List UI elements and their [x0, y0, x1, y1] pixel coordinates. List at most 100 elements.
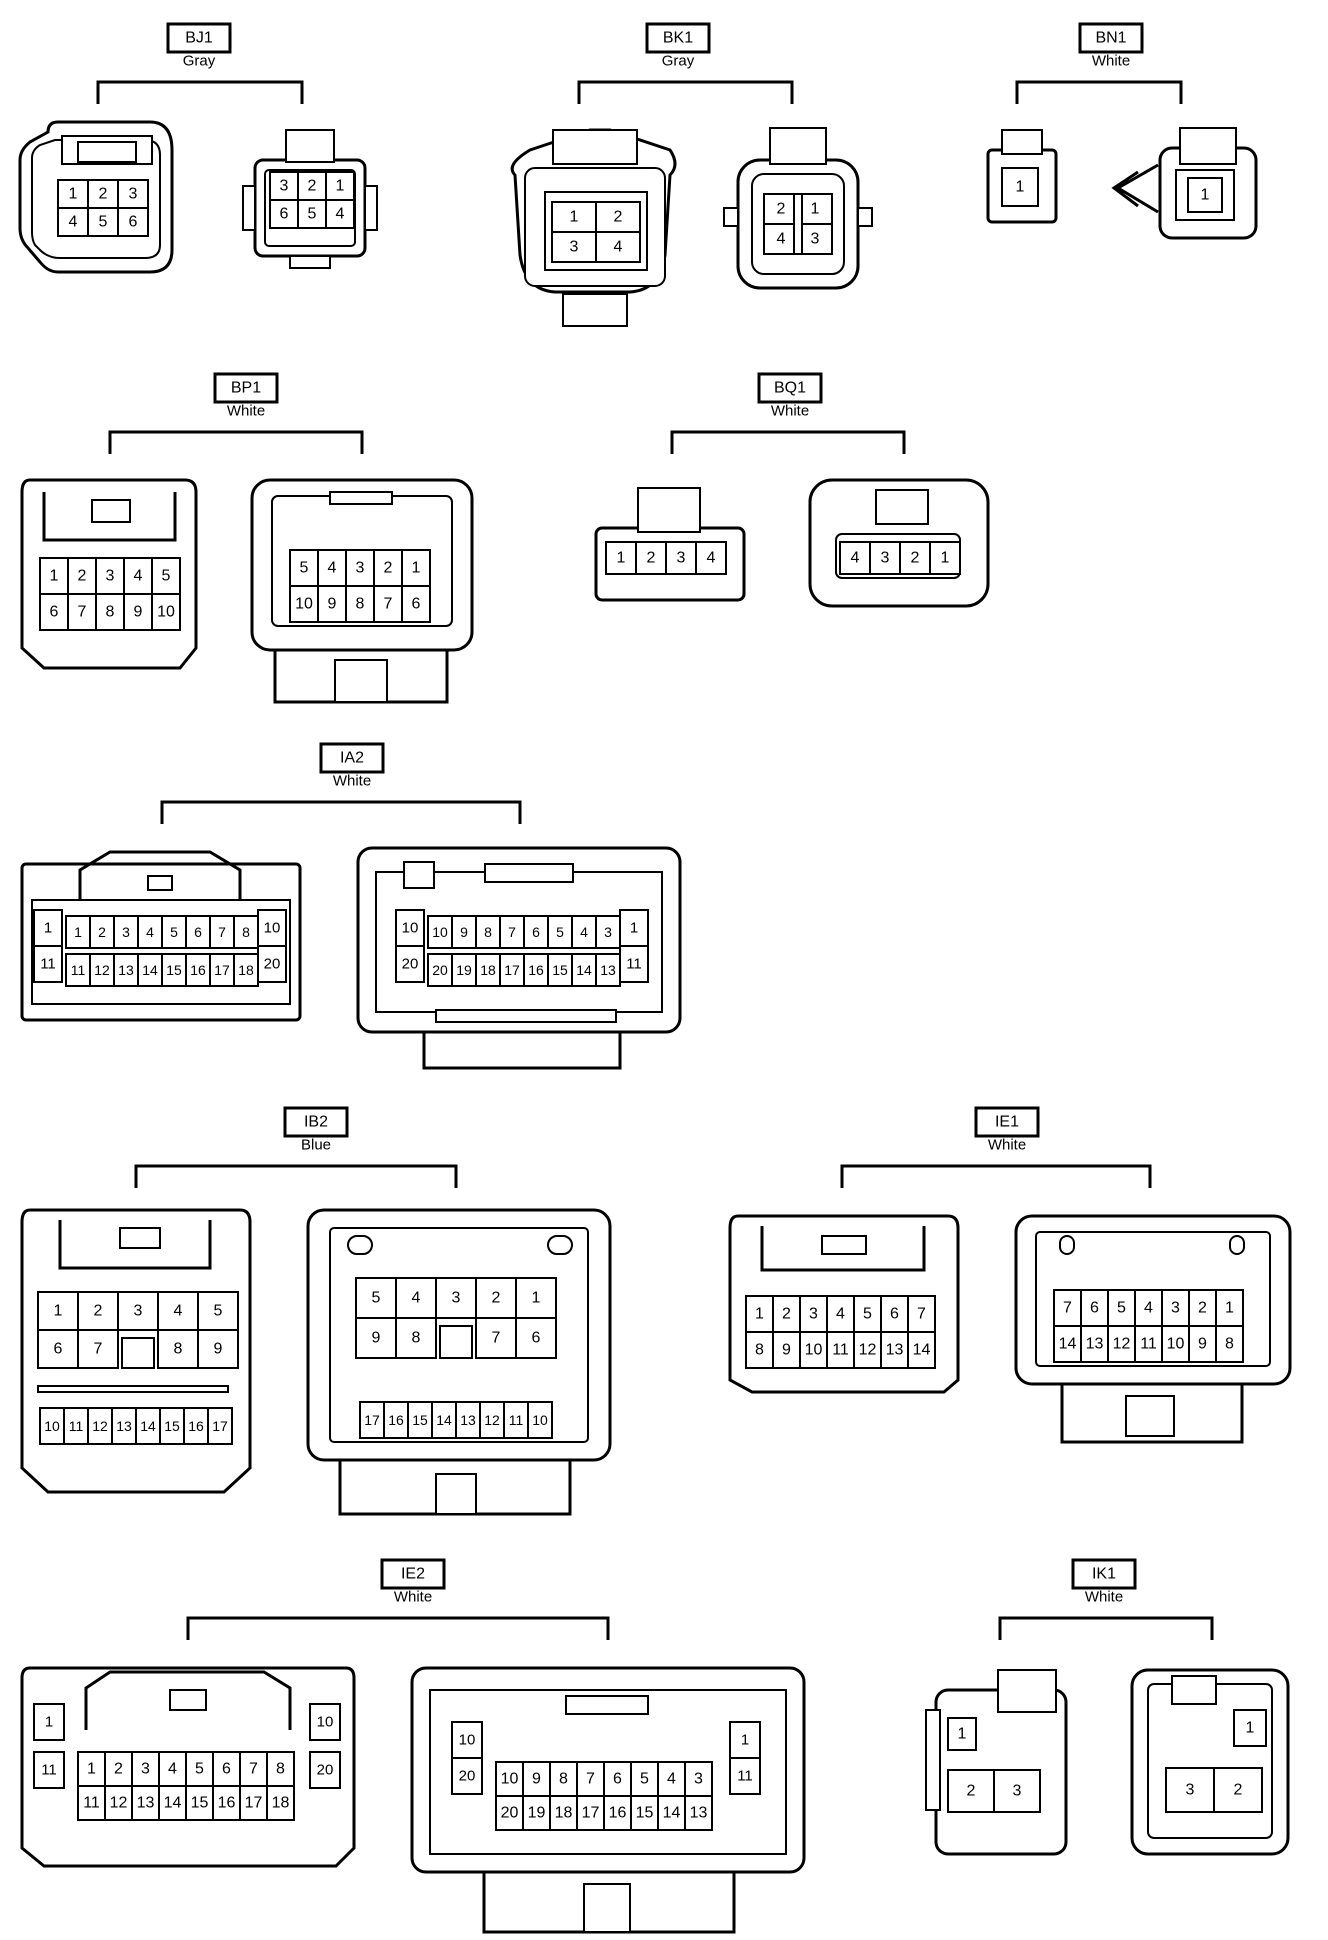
- pin-number: 13: [1086, 1336, 1104, 1353]
- pin-number: 12: [94, 962, 110, 978]
- connector-inner: [1147, 1683, 1273, 1839]
- latch: [997, 1669, 1057, 1713]
- key-slot: [329, 491, 393, 505]
- latch-frame: [78, 850, 242, 900]
- bottom-tab: [583, 1883, 631, 1933]
- latch-tab: [91, 499, 131, 523]
- bracket-line: [134, 1164, 458, 1188]
- pin-number: 20: [459, 1768, 476, 1785]
- pin-number: 6: [1090, 1300, 1099, 1317]
- pin-number: 7: [94, 1341, 103, 1358]
- pin-number: 2: [967, 1783, 976, 1800]
- pin-number: 1: [958, 1726, 967, 1743]
- side-rib: [857, 207, 873, 227]
- bottom-bar: [435, 1009, 617, 1023]
- pin-cell: [309, 1703, 341, 1741]
- bottom-tab: [289, 255, 331, 269]
- pin-cell: [455, 1401, 481, 1439]
- pin-number: 5: [556, 924, 564, 940]
- pin-number: 3: [122, 924, 130, 940]
- pin-number: 11: [626, 956, 642, 973]
- pin-cell: [345, 549, 375, 587]
- pin-number: 17: [214, 962, 230, 978]
- pin-cell: [67, 593, 97, 631]
- pin-number: 4: [168, 1761, 177, 1778]
- pin-number: 4: [328, 560, 337, 577]
- pin-number: 1: [45, 1714, 53, 1731]
- pin-cell: [104, 1785, 133, 1821]
- pin-number: 12: [859, 1342, 877, 1359]
- bottom-tab: [435, 1473, 477, 1515]
- pin-number: 5: [640, 1771, 649, 1788]
- pin-cell: [33, 1751, 65, 1789]
- pin-number: 5: [1117, 1300, 1126, 1317]
- bracket-line: [96, 80, 304, 104]
- connector-bn1-male: 1: [1111, 127, 1258, 240]
- pin-number: 13: [690, 1805, 708, 1822]
- pin-cell: [239, 1785, 268, 1821]
- connector-color: White: [1085, 1589, 1123, 1606]
- pin-cell: [619, 909, 649, 947]
- pin-number: 17: [212, 1418, 228, 1434]
- pin-cell: [113, 915, 139, 949]
- pin-cell: [695, 541, 727, 575]
- pin-number: 2: [911, 550, 920, 567]
- side-rib: [723, 207, 739, 227]
- connector-id-box: [974, 1106, 1040, 1138]
- pin-cell: [475, 1317, 517, 1359]
- pin-cell: [87, 1407, 113, 1445]
- pin-number: 11: [41, 1762, 57, 1779]
- bracket-line: [577, 80, 794, 104]
- pin-number: 8: [106, 604, 115, 621]
- pin-number: 1: [336, 178, 345, 195]
- pin-number: 4: [134, 568, 143, 585]
- connector-color: Gray: [183, 53, 216, 70]
- pin-number: 17: [582, 1805, 600, 1822]
- key-hole: [1229, 1235, 1245, 1255]
- pin-number: 3: [811, 231, 820, 248]
- pin-number: 17: [504, 962, 520, 978]
- pin-number: 3: [570, 239, 579, 256]
- pin-number: 1: [69, 186, 78, 203]
- pin-number: 1: [50, 568, 59, 585]
- pin-number: 1: [44, 920, 52, 937]
- pin-cell: [605, 541, 637, 575]
- pin-number: 17: [245, 1795, 263, 1812]
- pin-cell: [551, 231, 597, 263]
- pin-cell: [157, 1329, 199, 1369]
- pin-cell: [89, 953, 115, 987]
- pin-cell: [657, 1761, 686, 1797]
- pin-number: 6: [412, 596, 421, 613]
- pin-number: 4: [851, 550, 860, 567]
- pin-cell: [39, 593, 69, 631]
- pin-cell: [826, 1295, 855, 1333]
- pin-number: 1: [570, 209, 579, 226]
- pin-number: 2: [98, 924, 106, 940]
- pin-number: 13: [460, 1412, 476, 1428]
- pin-number: 11: [40, 956, 56, 973]
- latch-tab: [821, 1235, 867, 1255]
- pin-cell: [317, 585, 347, 623]
- pin-number: 14: [913, 1342, 931, 1359]
- pin-cell: [907, 1295, 936, 1333]
- pin-number: 4: [146, 924, 154, 940]
- pin-number: 5: [308, 206, 317, 223]
- pin-cell: [1107, 1289, 1136, 1327]
- side-rib: [242, 185, 256, 231]
- pin-cell: [1188, 1289, 1217, 1327]
- pin-cell: [161, 915, 187, 949]
- pin-number: 14: [142, 962, 158, 978]
- pin-number: 5: [162, 568, 171, 585]
- pin-number: 2: [1198, 1300, 1207, 1317]
- pin-number: 5: [99, 214, 108, 231]
- pin-cell: [451, 915, 477, 949]
